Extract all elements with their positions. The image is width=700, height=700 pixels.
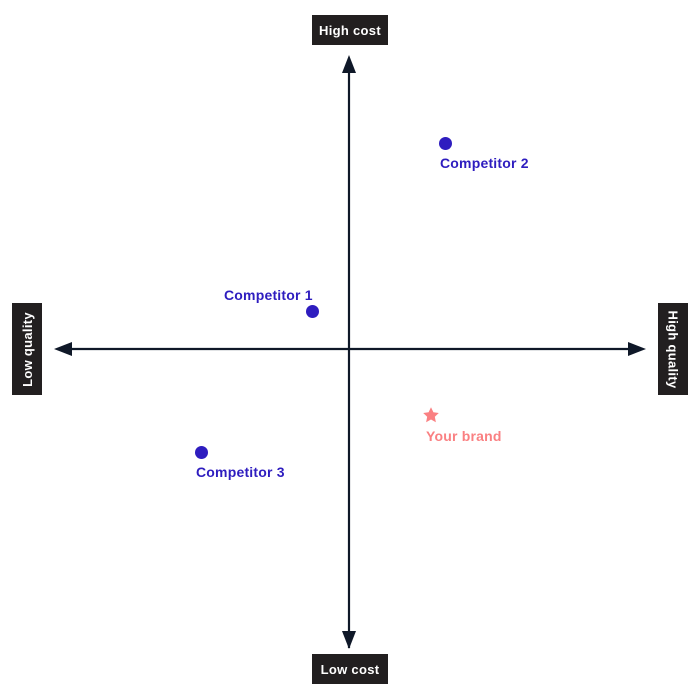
your-brand-label: Your brand xyxy=(426,428,502,444)
axis-label-low-quality: Low quality xyxy=(12,303,42,395)
competitor-3-dot-icon xyxy=(195,446,208,459)
competitor-3-label: Competitor 3 xyxy=(196,464,285,480)
axis-label-low-cost-text: Low cost xyxy=(320,661,380,677)
star-icon xyxy=(423,407,439,423)
arrow-up-icon xyxy=(342,55,356,73)
axis-label-high-quality: High quality xyxy=(658,303,688,395)
axis-label-low-quality-text: Low quality xyxy=(19,311,35,387)
competitor-1-dot-icon xyxy=(306,305,319,318)
arrow-right-icon xyxy=(628,342,646,356)
axis-label-high-cost: High cost xyxy=(312,15,388,45)
competitor-1-label: Competitor 1 xyxy=(224,287,313,303)
competitor-2-dot-icon xyxy=(439,137,452,150)
horizontal-axis xyxy=(54,342,646,356)
axis-label-low-cost: Low cost xyxy=(312,654,388,684)
axis-label-high-quality-text: High quality xyxy=(665,310,681,388)
vertical-axis xyxy=(342,55,356,649)
arrow-down-icon xyxy=(342,631,356,649)
competitor-2-label: Competitor 2 xyxy=(440,155,529,171)
arrow-left-icon xyxy=(54,342,72,356)
axis-label-high-cost-text: High cost xyxy=(319,22,381,38)
